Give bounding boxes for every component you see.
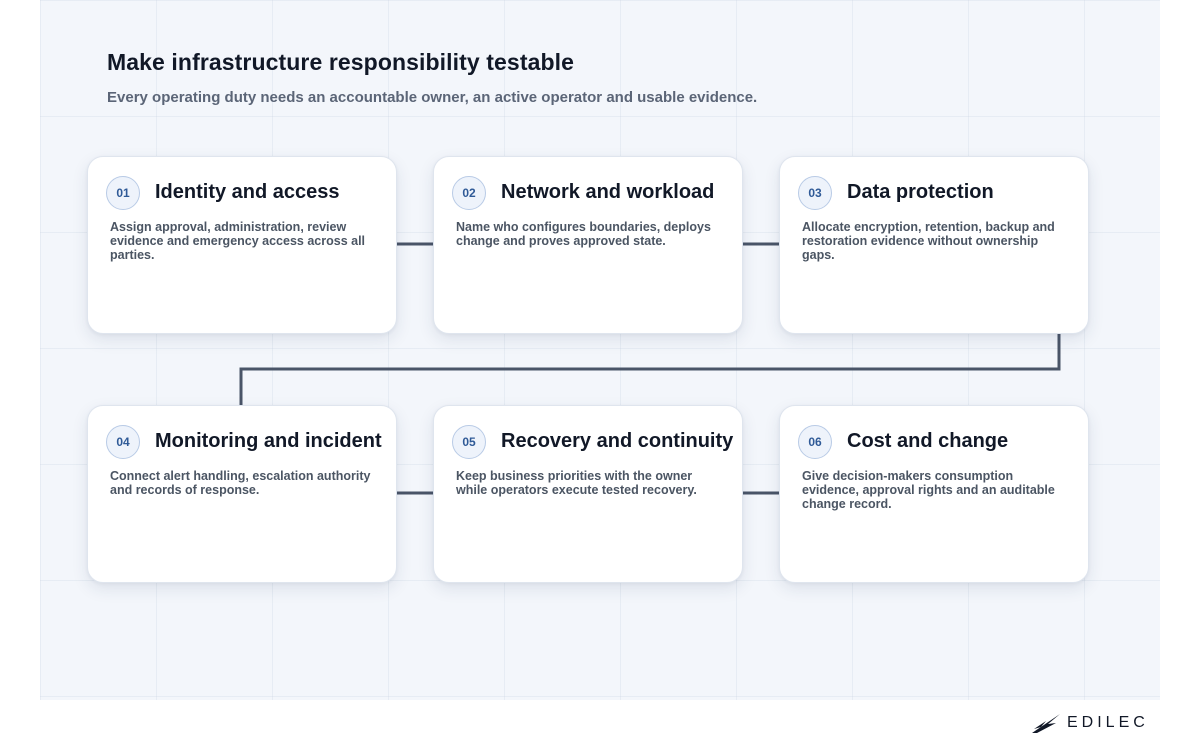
edilec-logo-icon	[1032, 714, 1060, 733]
step-number-badge: 03	[798, 176, 832, 210]
step-title: Data protection	[847, 181, 994, 203]
step-card-5: 05 Recovery and continuity Keep business…	[433, 405, 743, 583]
step-title: Monitoring and incident	[155, 430, 382, 452]
step-description: Assign approval, administration, review …	[110, 220, 366, 262]
step-card-6: 06 Cost and change Give decision-makers …	[779, 405, 1089, 583]
step-description: Allocate encryption, retention, backup a…	[802, 220, 1055, 262]
step-card-2: 02 Network and workload Name who configu…	[433, 156, 743, 334]
step-number-badge: 06	[798, 425, 832, 459]
step-description: Give decision-makers consumption evidenc…	[802, 469, 1055, 511]
brand-wordmark: EDILEC	[1067, 714, 1149, 731]
step-title: Cost and change	[847, 430, 1009, 452]
background-panel	[40, 0, 1160, 700]
step-number-badge: 04	[106, 425, 140, 459]
step-card-3: 03 Data protection Allocate encryption, …	[779, 156, 1089, 334]
step-title: Identity and access	[155, 181, 340, 203]
step-number-badge: 05	[452, 425, 486, 459]
page-subtitle: Every operating duty needs an accountabl…	[107, 89, 758, 106]
connector-3-4	[239, 334, 1061, 405]
step-description: Keep business priorities with the owner …	[456, 469, 697, 497]
step-card-4: 04 Monitoring and incident Connect alert…	[87, 405, 397, 583]
page-title: Make infrastructure responsibility testa…	[107, 49, 574, 75]
step-number-badge: 02	[452, 176, 486, 210]
step-title: Recovery and continuity	[501, 430, 734, 452]
step-card-1: 01 Identity and access Assign approval, …	[87, 156, 397, 334]
step-title: Network and workload	[501, 181, 715, 203]
step-number-badge: 01	[106, 176, 140, 210]
step-description: Name who configures boundaries, deploys …	[456, 220, 711, 248]
brand-logo: EDILEC	[1031, 710, 1149, 736]
step-description: Connect alert handling, escalation autho…	[110, 469, 371, 497]
